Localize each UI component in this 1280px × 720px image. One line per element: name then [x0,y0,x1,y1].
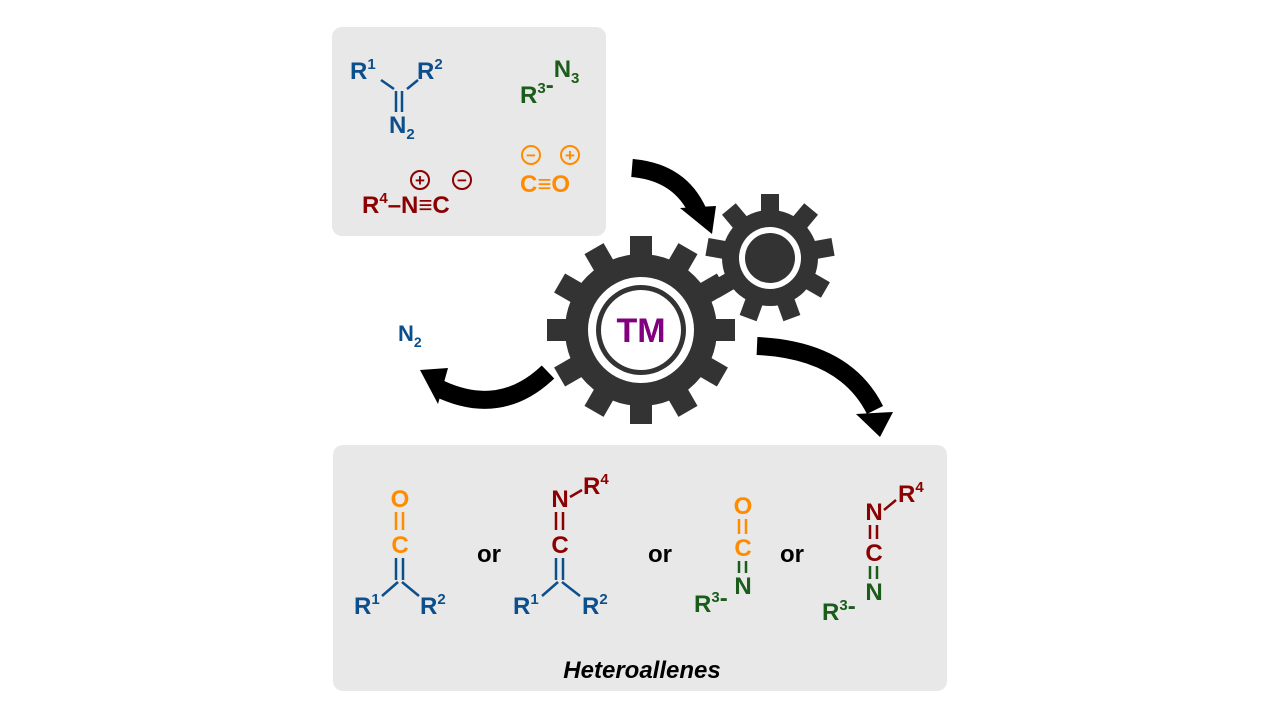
svg-text:R1: R1 [350,56,376,85]
svg-text:C: C [734,535,751,562]
isocyanide-compound: R4–N≡C + − [362,170,472,219]
svg-text:R1: R1 [513,591,539,620]
small-gear-icon [705,194,835,322]
isocyanate-structure: O C N R3- [694,493,752,618]
svg-text:−: − [526,146,536,165]
carbon-monoxide: − + C≡O [520,145,580,198]
ketenimine-structure: N R4 C R1 R2 [513,471,609,620]
product-box [333,445,947,691]
svg-text:N: N [734,573,751,600]
svg-text:O: O [391,486,410,513]
or-connector-1: or [477,541,501,568]
svg-text:R4: R4 [898,479,924,508]
svg-text:O: O [734,493,753,520]
svg-text:+: + [415,171,425,190]
svg-text:R2: R2 [420,591,446,620]
svg-text:C: C [865,540,882,567]
nitrogen-byproduct: N2 [398,321,422,350]
svg-text:+: + [565,146,575,165]
svg-text:R2: R2 [582,591,608,620]
svg-text:C≡O: C≡O [520,171,570,198]
or-connector-3: or [780,541,804,568]
ketene-structure: O C R1 R2 [354,486,446,620]
catalyst-gear-icon [547,236,735,424]
catalyst-label: TM [616,312,665,350]
or-connector-2: or [648,541,672,568]
svg-text:C: C [551,532,568,559]
diazo-compound: R1 R2 N2 [350,56,443,143]
reagent-box [332,27,606,236]
output-arrow [756,337,884,415]
svg-text:C: C [391,532,408,559]
svg-text:R1: R1 [354,591,380,620]
input-arrow [630,159,707,217]
products-caption: Heteroallenes [563,657,720,684]
svg-text:R3-: R3- [822,593,856,626]
byproduct-arrow [434,365,555,409]
svg-text:−: − [457,171,467,190]
azide-compound: R3-N3 [520,56,579,109]
svg-text:R3-: R3- [694,585,728,618]
svg-text:N: N [865,579,882,606]
svg-text:N: N [551,486,568,513]
svg-text:R2: R2 [417,56,443,85]
carbodiimide-structure: N R4 C N R3- [822,479,924,626]
svg-text:R4: R4 [583,471,609,500]
svg-text:N2: N2 [389,112,415,143]
svg-text:R4–N≡C: R4–N≡C [362,190,450,219]
svg-text:R3-N3: R3-N3 [520,56,579,109]
svg-text:N: N [865,499,882,526]
